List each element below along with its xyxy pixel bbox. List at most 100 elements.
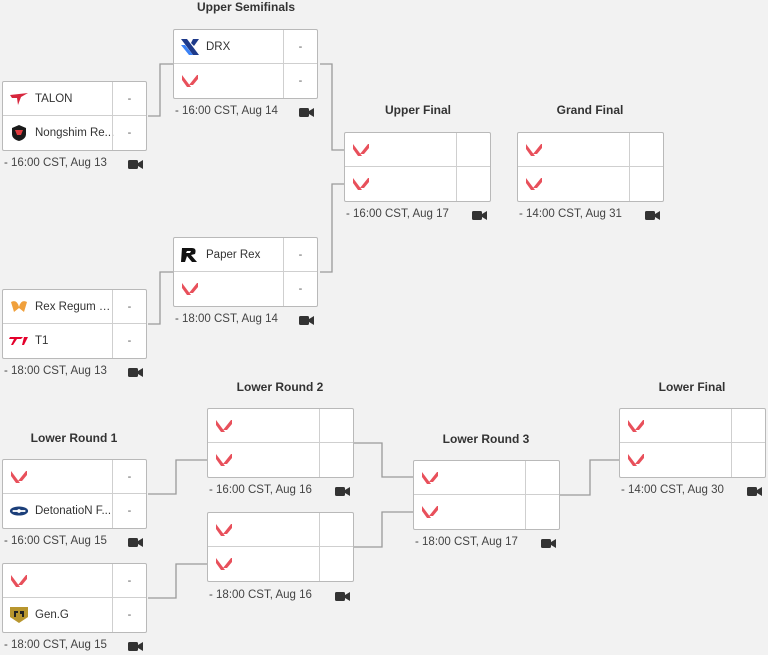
- team-row[interactable]: [620, 443, 765, 477]
- match-lower-final[interactable]: [619, 408, 766, 478]
- video-camera-icon[interactable]: [299, 315, 314, 329]
- geng-logo-icon: [9, 605, 29, 625]
- match-lower-r1-a[interactable]: - DetonatioN F... -: [2, 459, 147, 529]
- team-row[interactable]: [414, 495, 559, 529]
- video-camera-icon[interactable]: [128, 159, 143, 173]
- team-row[interactable]: Paper Rex -: [174, 238, 317, 272]
- match-time: - 16:00 CST, Aug 17: [346, 208, 449, 220]
- valorant-logo-icon: [9, 467, 29, 487]
- match-info: - 16:00 CST, Aug 17: [344, 208, 491, 224]
- detonation-logo-icon: [9, 501, 29, 521]
- match-info: - 18:00 CST, Aug 13: [2, 365, 147, 381]
- team-score: [319, 513, 353, 546]
- round-title-lower-round-1: Lower Round 1: [30, 431, 118, 445]
- team-score: -: [112, 290, 146, 323]
- match-upper-r1-b[interactable]: Rex Regum Q... - T1 -: [2, 289, 147, 359]
- rrq-logo-icon: [9, 297, 29, 317]
- valorant-logo-icon: [9, 571, 29, 591]
- team-row[interactable]: [518, 167, 663, 201]
- team-row[interactable]: -: [3, 460, 146, 494]
- team-row[interactable]: Rex Regum Q... -: [3, 290, 146, 324]
- valorant-logo-icon: [524, 174, 544, 194]
- match-lower-r2-b[interactable]: [207, 512, 354, 582]
- video-camera-icon[interactable]: [541, 538, 556, 552]
- round-title-grand-final: Grand Final: [556, 103, 624, 117]
- team-row[interactable]: T1 -: [3, 324, 146, 358]
- team-name: Nongshim Re...: [35, 127, 115, 139]
- video-camera-icon[interactable]: [335, 591, 350, 605]
- valorant-logo-icon: [626, 416, 646, 436]
- team-row[interactable]: [345, 167, 490, 201]
- match-upper-final[interactable]: [344, 132, 491, 202]
- team-row[interactable]: DetonatioN F... -: [3, 494, 146, 528]
- team-score: -: [112, 598, 146, 632]
- team-row[interactable]: -: [174, 272, 317, 306]
- team-score: [525, 461, 559, 494]
- match-upper-semifinal-1[interactable]: DRX - -: [173, 29, 318, 99]
- match-upper-semifinal-2[interactable]: Paper Rex - -: [173, 237, 318, 307]
- team-score: [629, 167, 663, 201]
- video-camera-icon[interactable]: [472, 210, 487, 224]
- match-time: - 14:00 CST, Aug 31: [519, 208, 622, 220]
- video-camera-icon[interactable]: [128, 367, 143, 381]
- team-row[interactable]: -: [174, 64, 317, 98]
- team-score: [319, 409, 353, 442]
- team-name: DetonatioN F...: [35, 505, 112, 517]
- match-info: - 14:00 CST, Aug 30: [619, 484, 766, 500]
- match-lower-r3[interactable]: [413, 460, 560, 530]
- match-info: - 16:00 CST, Aug 14: [173, 105, 318, 121]
- match-lower-r1-b[interactable]: - Gen.G -: [2, 563, 147, 633]
- match-info: - 18:00 CST, Aug 16: [207, 589, 354, 605]
- match-info: - 18:00 CST, Aug 15: [2, 639, 147, 655]
- match-time: - 14:00 CST, Aug 30: [621, 484, 724, 496]
- valorant-logo-icon: [524, 140, 544, 160]
- team-row[interactable]: -: [3, 564, 146, 598]
- team-row[interactable]: Nongshim Re... -: [3, 116, 146, 150]
- video-camera-icon[interactable]: [747, 486, 762, 500]
- valorant-logo-icon: [214, 554, 234, 574]
- team-row[interactable]: TALON -: [3, 82, 146, 116]
- team-row[interactable]: [208, 409, 353, 443]
- team-row[interactable]: [208, 513, 353, 547]
- match-lower-r2-a[interactable]: [207, 408, 354, 478]
- video-camera-icon[interactable]: [128, 537, 143, 551]
- team-score: -: [112, 494, 146, 528]
- team-name: Gen.G: [35, 609, 69, 621]
- team-score: [731, 443, 765, 477]
- team-score: -: [112, 460, 146, 493]
- match-upper-r1-a[interactable]: TALON - Nongshim Re... -: [2, 81, 147, 151]
- match-time: - 18:00 CST, Aug 13: [4, 365, 107, 377]
- match-time: - 18:00 CST, Aug 16: [209, 589, 312, 601]
- valorant-logo-icon: [351, 140, 371, 160]
- match-time: - 18:00 CST, Aug 15: [4, 639, 107, 651]
- team-score: -: [283, 30, 317, 63]
- team-score: -: [112, 116, 146, 150]
- team-score: [319, 443, 353, 477]
- team-score: -: [283, 272, 317, 306]
- video-camera-icon[interactable]: [335, 486, 350, 500]
- team-row[interactable]: [208, 547, 353, 581]
- match-info: - 16:00 CST, Aug 16: [207, 484, 354, 500]
- valorant-logo-icon: [626, 450, 646, 470]
- valorant-logo-icon: [351, 174, 371, 194]
- team-row[interactable]: [345, 133, 490, 167]
- match-info: - 18:00 CST, Aug 17: [413, 536, 560, 552]
- video-camera-icon[interactable]: [128, 641, 143, 655]
- match-time: - 18:00 CST, Aug 17: [415, 536, 518, 548]
- match-time: - 18:00 CST, Aug 14: [175, 313, 278, 325]
- round-title-lower-final: Lower Final: [658, 380, 726, 394]
- team-name: T1: [35, 335, 49, 347]
- video-camera-icon[interactable]: [299, 107, 314, 121]
- team-name: DRX: [206, 40, 231, 53]
- valorant-logo-icon: [180, 279, 200, 299]
- team-row[interactable]: Gen.G -: [3, 598, 146, 632]
- team-row[interactable]: DRX -: [174, 30, 317, 64]
- team-row[interactable]: [414, 461, 559, 495]
- team-row[interactable]: [518, 133, 663, 167]
- match-grand-final[interactable]: [517, 132, 664, 202]
- video-camera-icon[interactable]: [645, 210, 660, 224]
- team-row[interactable]: [620, 409, 765, 443]
- team-row[interactable]: [208, 443, 353, 477]
- team-score: -: [283, 238, 317, 271]
